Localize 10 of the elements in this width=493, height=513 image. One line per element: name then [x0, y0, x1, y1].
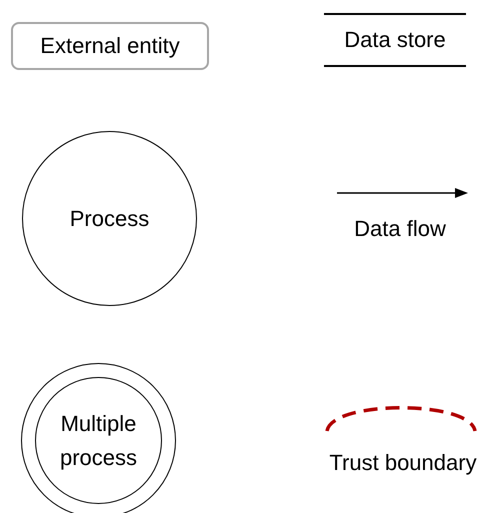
- legend-label: Trust boundary: [329, 450, 477, 476]
- data-store-symbol: [324, 13, 466, 67]
- legend-label: Data flow: [354, 216, 446, 242]
- node-label: External entity: [40, 33, 180, 59]
- entity-box: [11, 22, 209, 70]
- node-label: Multiple process: [58, 410, 138, 472]
- node-label: Data store: [344, 27, 446, 53]
- multiple-process-circle: [21, 363, 176, 513]
- process-circle: [22, 131, 197, 306]
- node-label: Process: [70, 206, 150, 232]
